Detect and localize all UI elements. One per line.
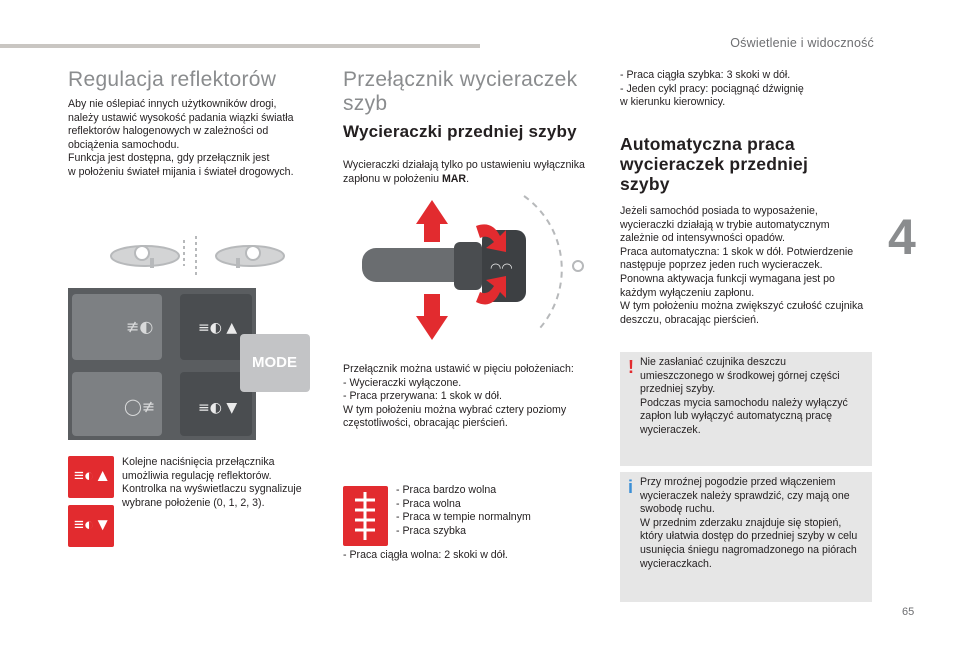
info-icon: i: [628, 477, 634, 497]
header-rule: [0, 44, 480, 48]
info-text: Przy mroźnej pogodzie przed włączeniem w…: [640, 476, 858, 570]
page-number: 65: [902, 606, 915, 618]
wiper-intro: Wycieraczki działają tylko po ustawieniu…: [343, 159, 585, 185]
svg-text:◠◠: ◠◠: [490, 261, 513, 276]
svg-text:≡◐ ▼: ≡◐ ▼: [198, 400, 237, 416]
wiper-stalk-illustration: ◠◠: [362, 195, 584, 340]
wiper-speed-icon: [343, 486, 388, 546]
chapter-number: 4: [888, 209, 916, 265]
svg-text:≢◐: ≢◐: [126, 317, 153, 336]
svg-text:≡◐ ▲: ≡◐ ▲: [198, 320, 237, 336]
dashboard-switch-panel: ≢◐ ◯≢ ≡◐ ▲ ≡◐ ▼: [68, 288, 256, 440]
front-wipers-heading: Wycieraczki przedniej szyby: [343, 122, 577, 141]
info-note: i Przy mroźnej pogodzie przed włączeniem…: [620, 472, 872, 602]
auto-wipers-body: Jeżeli samochód posiada to wyposażenie, …: [620, 205, 864, 326]
mode-button-label: MODE: [252, 354, 297, 371]
wiper-positions: Przełącznik można ustawić w pięciu położ…: [343, 363, 574, 430]
headlamp-up-indicator-icon: ≡◐▲: [68, 456, 114, 498]
continuous-fast: - Praca ciągła szybka: 3 skoki w dół. - …: [620, 69, 804, 109]
warning-text: Nie zasłaniać czujnika deszczu umieszczo…: [640, 356, 848, 436]
indicator-description: Kolejne naciśnięcia przełącznika umożliw…: [122, 456, 302, 509]
continuous-slow: - Praca ciągła wolna: 2 skoki w dół.: [343, 549, 508, 561]
headlamp-down-indicator-icon: ≡◐▼: [68, 505, 114, 547]
headlamp-intro: Aby nie oślepiać innych użytkowników dro…: [68, 98, 294, 178]
warning-icon: !: [628, 357, 634, 377]
headlamp-title: Regulacja reflektorów: [68, 68, 277, 91]
wiper-switch-title: Przełącznik wycieraczek szyb: [343, 68, 578, 115]
mode-button[interactable]: MODE: [240, 334, 310, 392]
auto-wipers-heading: Automatyczna praca wycieraczek przedniej…: [620, 134, 809, 194]
car-load-illustration: [110, 236, 285, 276]
section-title: Oświetlenie i widoczność: [730, 36, 874, 50]
wiper-speed-list: - Praca bardzo wolna - Praca wolna - Pra…: [396, 484, 531, 537]
svg-text:◯≢: ◯≢: [124, 397, 155, 416]
warning-note: ! Nie zasłaniać czujnika deszczu umieszc…: [620, 352, 872, 466]
